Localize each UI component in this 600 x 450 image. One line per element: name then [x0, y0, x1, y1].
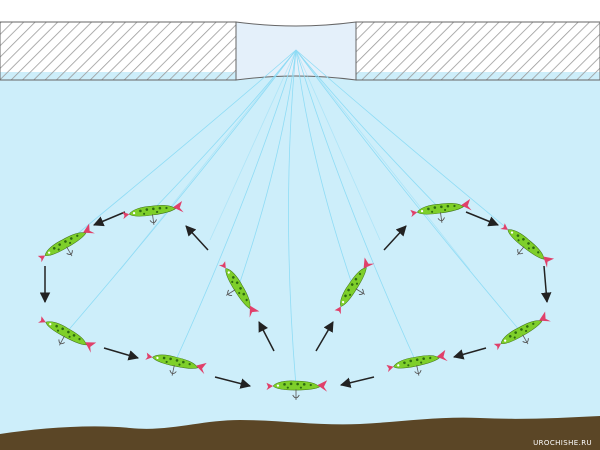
fishing-line — [295, 49, 354, 288]
fishing-line — [209, 49, 297, 241]
watermark: UROCHISHE.RU — [533, 439, 592, 447]
fishing-line — [295, 49, 381, 241]
motion-arrow-icon — [452, 347, 487, 360]
motion-arrow-icon — [315, 321, 334, 352]
ice-layer — [0, 21, 600, 81]
motion-arrows — [39, 211, 552, 389]
fishing-line — [295, 49, 522, 333]
fishing-line — [295, 49, 441, 210]
motion-arrow-icon — [339, 376, 375, 388]
fishing-line — [295, 49, 417, 363]
ice-slab-left — [0, 21, 237, 81]
fishing-line — [65, 49, 297, 334]
fishing-line — [295, 49, 471, 271]
motion-arrow-icon — [465, 211, 499, 227]
fishing-lines — [64, 49, 527, 387]
ice-slab-right — [355, 21, 600, 81]
motion-arrow-icon — [185, 225, 209, 251]
fishing-line — [237, 49, 297, 289]
river-bottom — [0, 416, 600, 450]
motion-arrow-icon — [383, 225, 407, 251]
motion-arrow-icon — [103, 347, 140, 361]
water — [0, 72, 600, 450]
motion-arrow-icon — [258, 321, 275, 352]
motion-arrow-icon — [93, 211, 126, 227]
fishing-line — [288, 49, 297, 387]
fishing-line — [119, 49, 297, 271]
motion-arrow-icon — [540, 265, 552, 304]
fishing-line — [174, 49, 297, 363]
motion-arrow-icon — [214, 376, 252, 389]
